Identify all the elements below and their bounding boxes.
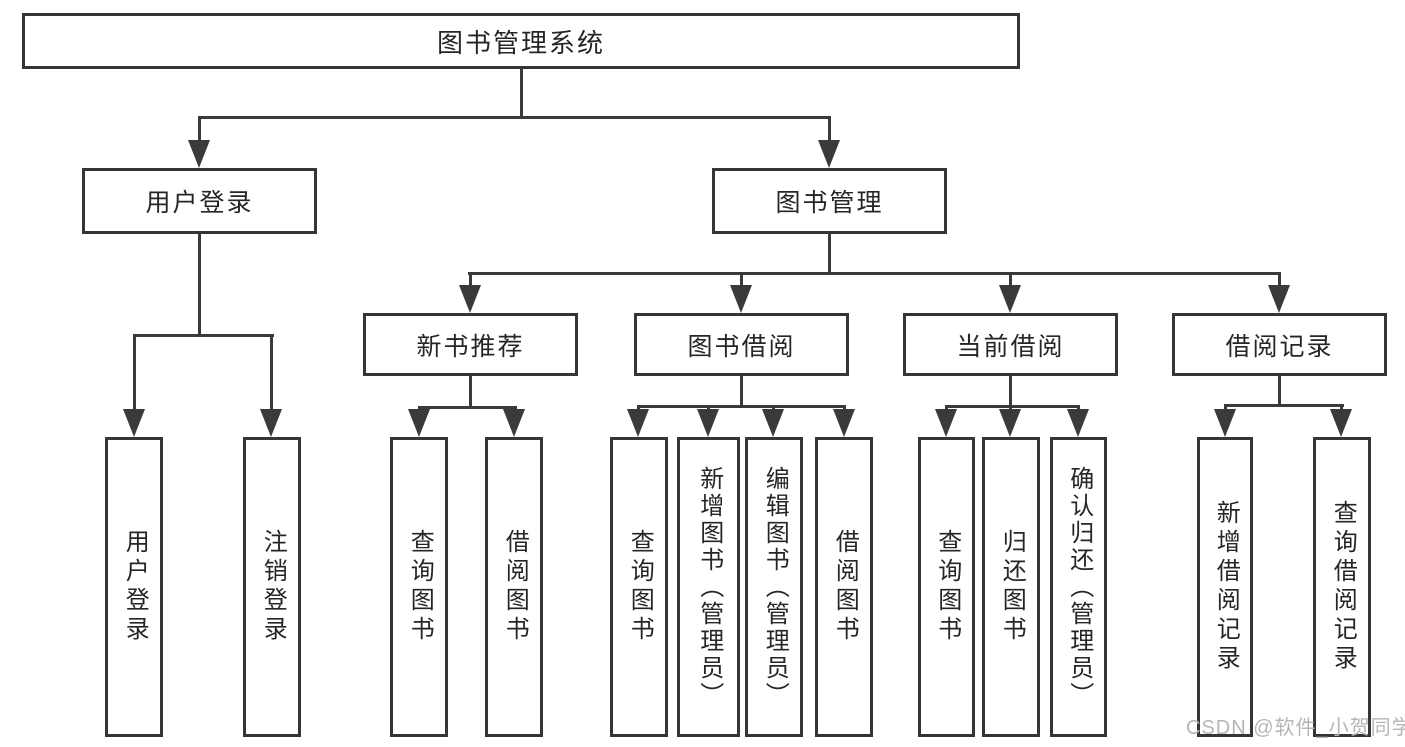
connector-drop <box>198 116 201 144</box>
arrow-down-icon <box>1268 285 1290 313</box>
node-label: 图书管理系统 <box>436 27 605 58</box>
node-label: 查询图书 <box>933 529 961 645</box>
leaf-add-books-admin: 新增图书（管理员） <box>677 437 740 737</box>
arrow-down-icon <box>503 409 525 437</box>
connector-drop <box>828 116 831 144</box>
node-current-borrow: 当前借阅 <box>903 313 1118 376</box>
node-label: 查询图书 <box>406 529 434 645</box>
node-label: 图书借阅 <box>687 332 796 361</box>
arrow-down-icon <box>260 409 282 437</box>
connector-root-stem <box>520 68 523 118</box>
arrow-down-icon <box>188 140 210 168</box>
node-label: 新增图书（管理员） <box>695 465 723 709</box>
arrow-down-icon <box>1067 409 1089 437</box>
arrow-down-icon <box>1330 409 1352 437</box>
connector-book-borrow-stem <box>740 376 743 408</box>
leaf-user-login: 用户登录 <box>105 437 163 737</box>
node-label: 新书推荐 <box>416 332 525 361</box>
leaf-query-books-borrow: 查询图书 <box>610 437 668 737</box>
connector-user-login-branch <box>133 334 274 337</box>
arrow-down-icon <box>627 409 649 437</box>
node-label: 编辑图书（管理员） <box>761 465 789 709</box>
node-label: 确认归还（管理员） <box>1065 465 1093 709</box>
csdn-watermark: CSDN @软件_小贺同学 <box>1186 717 1405 739</box>
leaf-confirm-return-admin: 确认归还（管理员） <box>1050 437 1107 737</box>
node-new-book-recommend: 新书推荐 <box>363 313 578 376</box>
connector-current-borrow-branch <box>945 405 1080 408</box>
arrow-down-icon <box>730 285 752 313</box>
node-label: 借阅图书 <box>501 529 529 645</box>
node-label: 查询借阅记录 <box>1329 500 1357 674</box>
connector-root-branch <box>198 116 831 119</box>
node-borrow-records: 借阅记录 <box>1172 313 1387 376</box>
arrow-down-icon <box>818 140 840 168</box>
leaf-query-books-recommend: 查询图书 <box>390 437 448 737</box>
node-label: 新增借阅记录 <box>1212 500 1240 674</box>
node-label: 注销登录 <box>259 529 287 645</box>
node-label: 图书管理 <box>775 189 884 217</box>
arrow-down-icon <box>935 409 957 437</box>
leaf-query-borrow-record: 查询借阅记录 <box>1313 437 1371 737</box>
leaf-borrow-books: 借阅图书 <box>815 437 873 737</box>
connector-borrow-records-stem <box>1278 376 1281 407</box>
node-book-management: 图书管理 <box>712 168 947 234</box>
connector-borrow-records-branch <box>1224 404 1344 407</box>
arrow-down-icon <box>999 409 1021 437</box>
connector-drop <box>469 272 472 288</box>
connector-drop <box>270 334 273 412</box>
connector-book-mgmt-stem <box>828 234 831 275</box>
node-label: 归还图书 <box>998 529 1026 645</box>
arrow-down-icon <box>762 409 784 437</box>
leaf-return-books: 归还图书 <box>982 437 1040 737</box>
arrow-down-icon <box>833 409 855 437</box>
leaf-logout: 注销登录 <box>243 437 301 737</box>
node-label: 借阅图书 <box>831 529 859 645</box>
connector-drop <box>740 272 743 288</box>
node-book-borrow: 图书借阅 <box>634 313 849 376</box>
connector-drop <box>133 334 136 412</box>
connector-new-book-branch <box>418 406 517 409</box>
node-label: 当前借阅 <box>956 332 1065 361</box>
connector-book-mgmt-branch <box>468 272 1281 275</box>
arrow-down-icon <box>408 409 430 437</box>
connector-drop <box>1278 272 1281 288</box>
connector-user-login-stem <box>198 234 201 337</box>
leaf-borrow-books-recommend: 借阅图书 <box>485 437 543 737</box>
leaf-add-borrow-record: 新增借阅记录 <box>1197 437 1253 737</box>
arrow-down-icon <box>999 285 1021 313</box>
connector-new-book-stem <box>469 376 472 409</box>
connector-book-borrow-branch <box>637 405 846 408</box>
node-label: 查询图书 <box>626 529 654 645</box>
node-label: 借阅记录 <box>1225 332 1334 361</box>
arrow-down-icon <box>1214 409 1236 437</box>
arrow-down-icon <box>459 285 481 313</box>
arrow-down-icon <box>123 409 145 437</box>
node-label: 用户登录 <box>145 189 254 217</box>
node-label: 用户登录 <box>121 529 149 645</box>
connector-drop <box>1009 272 1012 288</box>
node-library-management-system: 图书管理系统 <box>22 13 1020 69</box>
arrow-down-icon <box>697 409 719 437</box>
connector-current-borrow-stem <box>1009 376 1012 408</box>
leaf-edit-books-admin: 编辑图书（管理员） <box>745 437 803 737</box>
leaf-query-books-current: 查询图书 <box>918 437 975 737</box>
node-user-login: 用户登录 <box>82 168 317 234</box>
